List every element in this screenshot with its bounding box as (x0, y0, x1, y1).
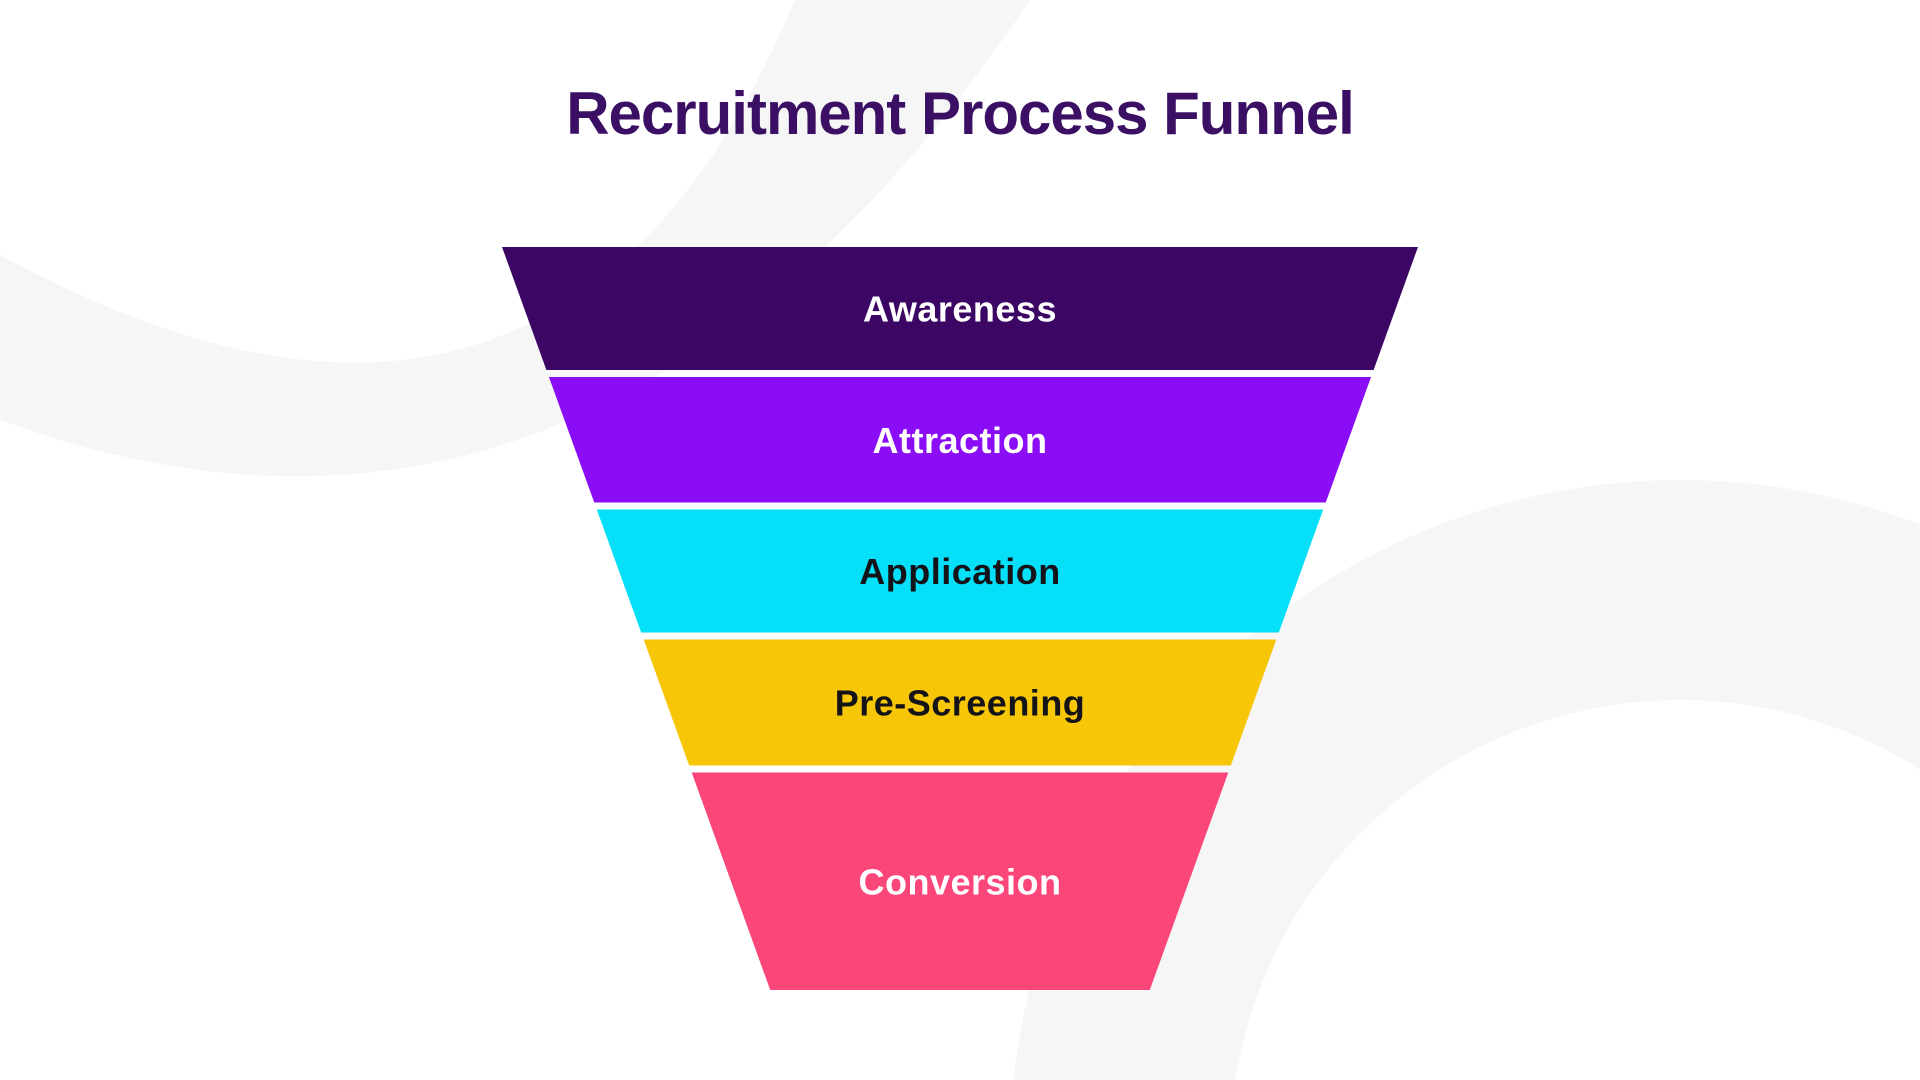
funnel-segment-application (596, 509, 1324, 633)
funnel-segment-attraction (548, 377, 1372, 503)
funnel-segment-label-application: Application (859, 551, 1061, 592)
funnel-segment-pre-screening (643, 639, 1277, 766)
funnel-segment-label-awareness: Awareness (863, 289, 1057, 330)
funnel-segment-label-pre-screening: Pre-Screening (835, 683, 1086, 724)
funnel-segment-label-conversion: Conversion (858, 861, 1061, 902)
funnel-segment-awareness (502, 247, 1418, 370)
funnel-segment-label-attraction: Attraction (873, 420, 1048, 461)
background-swoosh-right-icon (1013, 480, 1920, 1080)
page-title: Recruitment Process Funnel (566, 80, 1355, 147)
background-swoosh-left-icon (0, 0, 1030, 477)
funnel-segment-conversion (691, 772, 1229, 990)
